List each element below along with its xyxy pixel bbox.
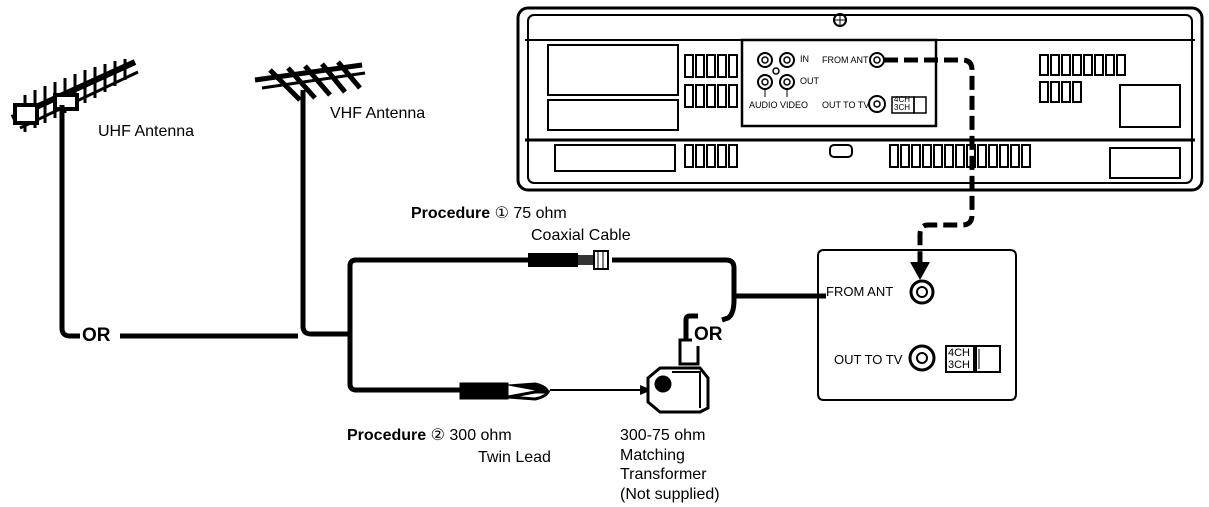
procedure-1-line2: Coaxial Cable xyxy=(531,227,631,244)
vhf-antenna-icon xyxy=(254,60,366,337)
or-label-antennas: OR xyxy=(80,325,113,347)
vcr-out-to-tv-label: OUT TO TV xyxy=(822,100,870,110)
vcr-audio-video-label: AUDIO VIDEO xyxy=(749,100,809,110)
panel-channel-switch-label: 4CH 3CH xyxy=(948,347,970,371)
panel-ch4-label: 4CH xyxy=(948,347,971,359)
procedure-2-line2: Twin Lead xyxy=(478,449,551,466)
uhf-antenna-icon xyxy=(10,59,298,339)
vcr-in-label: IN xyxy=(800,54,809,64)
transformer-line1: 300-75 ohm xyxy=(620,427,706,444)
procedure-1-number: ① xyxy=(494,205,509,222)
vhf-antenna-label: VHF Antenna xyxy=(330,105,426,122)
vcr-channel-switch-label: 4CH 3CH xyxy=(894,96,910,112)
transformer-label: 300-75 ohm Matching Transformer (Not sup… xyxy=(620,426,720,504)
transformer-line2: Matching xyxy=(620,446,685,464)
procedure-2-word: Procedure xyxy=(347,427,427,444)
or-label-transformer: OR xyxy=(692,324,725,346)
cable-routes xyxy=(330,257,826,393)
panel-out-to-tv-label: OUT TO TV xyxy=(834,352,903,367)
coaxial-connector-icon xyxy=(528,250,609,270)
matching-transformer-icon xyxy=(646,338,710,414)
procedure-1-word: Procedure xyxy=(411,205,491,222)
procedure-1-label: Procedure ① 75 ohm xyxy=(411,204,567,223)
vcr-ch4-label: 4CH xyxy=(894,95,911,104)
vcr-rear-view xyxy=(516,6,1204,192)
transformer-line4: (Not supplied) xyxy=(620,485,720,503)
panel-ch3-label: 3CH xyxy=(948,359,971,371)
dashed-cable-route xyxy=(884,57,975,262)
arrow-icon xyxy=(550,385,652,395)
uhf-antenna-label: UHF Antenna xyxy=(98,123,195,140)
procedure-2-line1: 300 ohm xyxy=(449,427,512,444)
procedure-1-line1: 75 ohm xyxy=(513,205,567,222)
vcr-panel-enlarged xyxy=(817,249,1017,401)
vcr-ch3-label: 3CH xyxy=(894,103,911,112)
vcr-out-label: OUT xyxy=(800,76,819,86)
transformer-line3: Transformer xyxy=(620,466,707,483)
panel-from-ant-label: FROM ANT xyxy=(826,284,894,299)
vcr-from-ant-label: FROM ANT xyxy=(822,55,869,65)
twin-lead-connector-icon xyxy=(459,382,551,401)
procedure-2-number: ② xyxy=(430,427,445,444)
dashed-arrow-icon xyxy=(910,262,930,280)
procedure-2-label: Procedure ② 300 ohm xyxy=(347,426,512,445)
